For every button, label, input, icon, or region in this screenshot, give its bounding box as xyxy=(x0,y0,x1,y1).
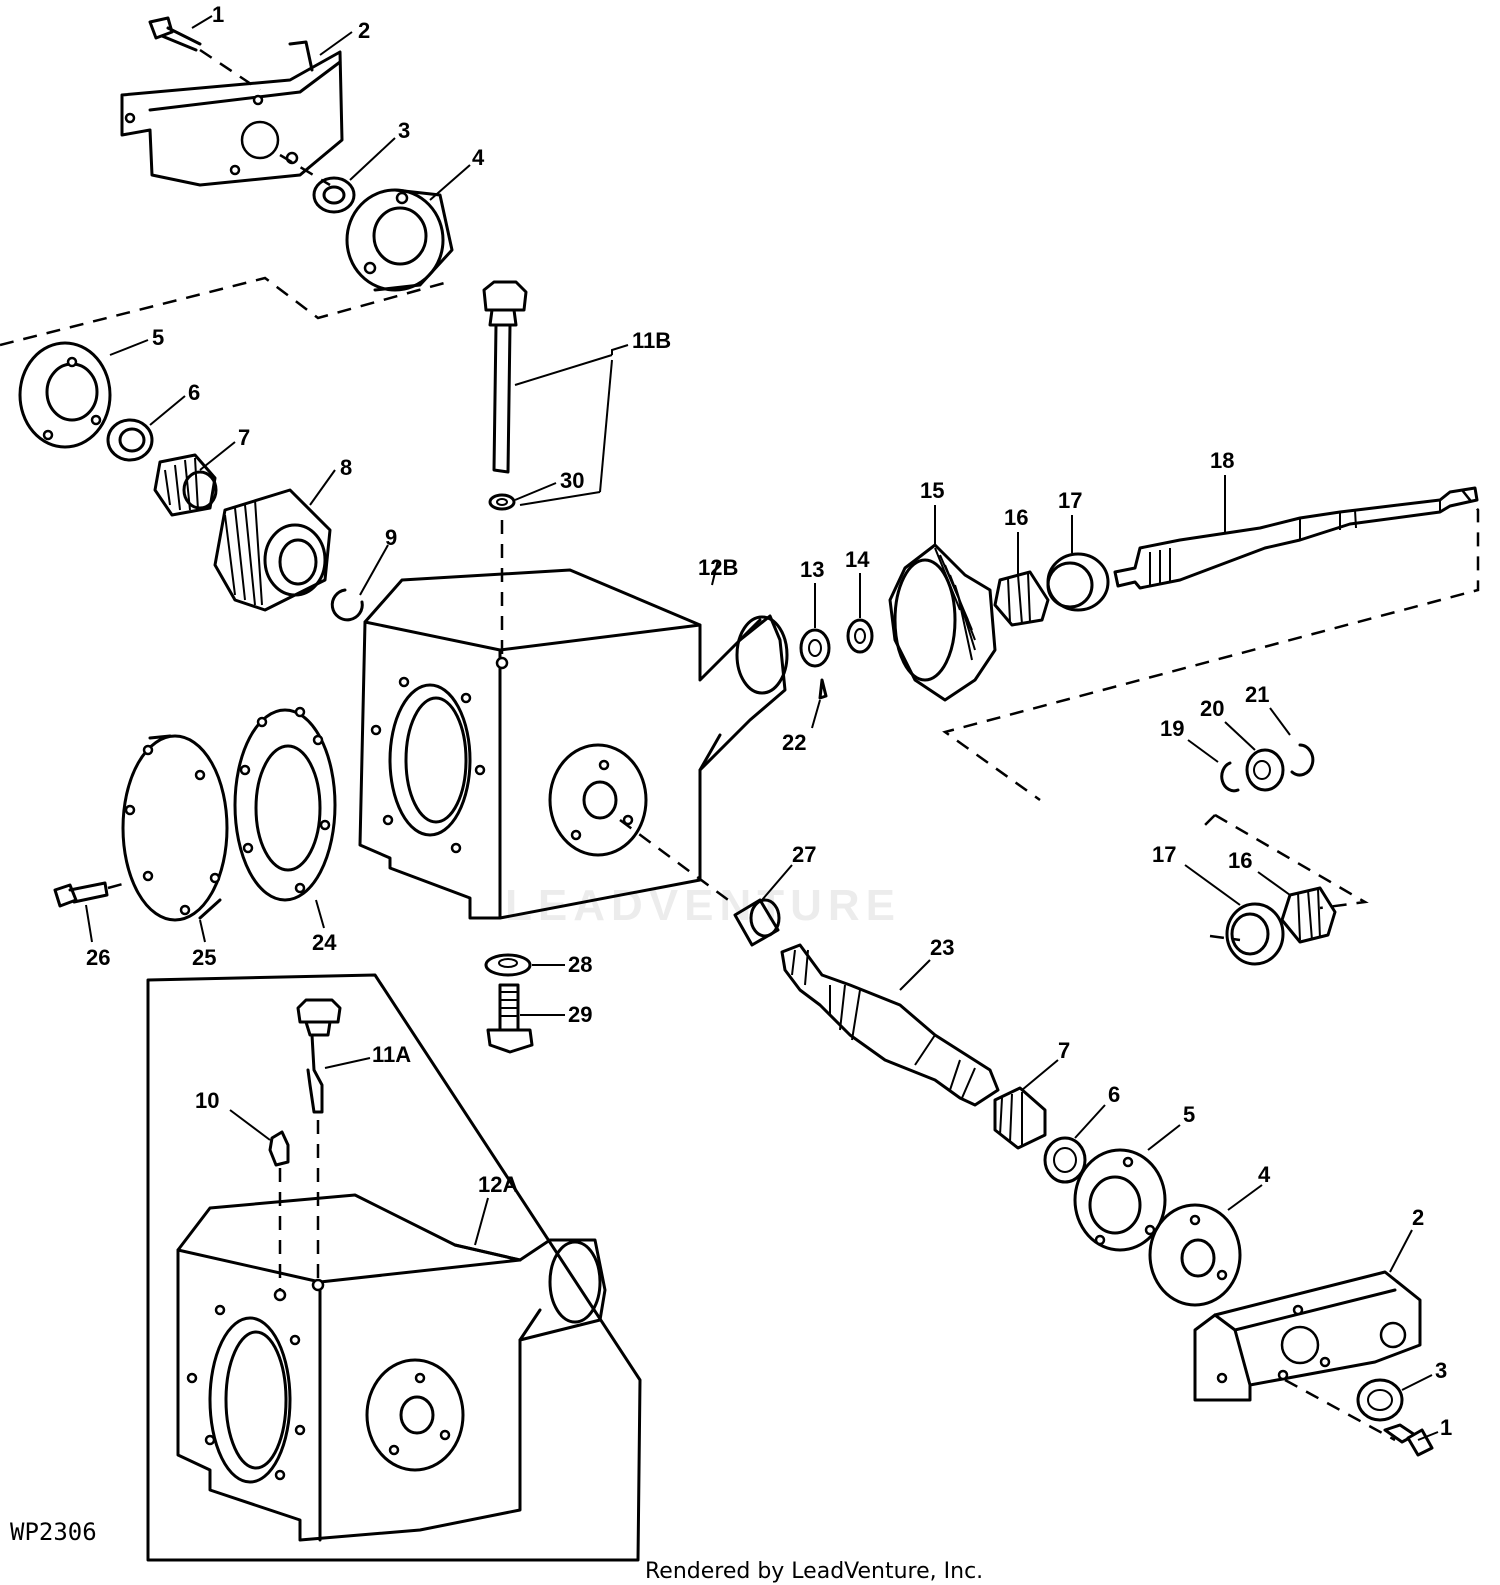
callout-18: 18 xyxy=(1210,448,1234,473)
washer-30 xyxy=(488,493,516,511)
snap-ring-21 xyxy=(1290,743,1315,777)
cone-bearing-7-bottom xyxy=(993,1086,1047,1150)
callout-29: 29 xyxy=(568,1002,592,1027)
bushing-27 xyxy=(733,898,781,947)
washer-14 xyxy=(846,618,874,654)
gasket-24 xyxy=(233,706,337,902)
callout-22: 22 xyxy=(782,730,806,755)
bevel-gear-15 xyxy=(888,543,997,702)
leader-lines xyxy=(85,15,1439,1441)
snap-ring-19 xyxy=(1220,761,1240,793)
bearing-cup-17-top xyxy=(1046,552,1110,612)
callout-16-bottom: 16 xyxy=(1228,848,1252,873)
dipstick-11a xyxy=(296,998,342,1114)
callout-14: 14 xyxy=(845,547,870,572)
callout-8: 8 xyxy=(340,455,352,480)
callout-21: 21 xyxy=(1245,682,1269,707)
callout-1-bottom: 1 xyxy=(1440,1415,1452,1440)
bolt-26 xyxy=(53,881,109,908)
callout-5-bottom: 5 xyxy=(1183,1102,1195,1127)
bolt-1-bottom xyxy=(1383,1423,1434,1457)
bearing-cup-17-bottom xyxy=(1225,902,1285,966)
callout-13: 13 xyxy=(800,557,824,582)
callout-11a: 11A xyxy=(372,1042,411,1067)
cover-plate-25 xyxy=(121,734,229,922)
snap-ring-left xyxy=(330,588,364,622)
callout-24: 24 xyxy=(312,930,337,955)
callout-labels: 1 2 3 4 5 6 7 8 9 11B 30 12B 13 14 15 16… xyxy=(86,2,1452,1440)
callout-10: 10 xyxy=(195,1088,219,1113)
inset-frame xyxy=(146,973,642,1562)
cone-bearing-left xyxy=(153,453,218,517)
gearbox-housing-12b xyxy=(358,568,789,920)
callout-4-top: 4 xyxy=(472,145,485,170)
callout-4-bottom: 4 xyxy=(1258,1162,1271,1187)
callout-6-top: 6 xyxy=(188,380,200,405)
bearing-housing-top xyxy=(345,188,454,292)
callout-28: 28 xyxy=(568,952,592,977)
breather-10 xyxy=(268,1130,290,1167)
callout-12b: 12B xyxy=(698,555,738,580)
seal-6-bottom xyxy=(1043,1136,1087,1184)
bracket-top xyxy=(120,40,344,187)
cone-bearing-16-bottom xyxy=(1280,886,1337,944)
callout-9: 9 xyxy=(385,525,397,550)
cone-bearing-16-top xyxy=(993,570,1050,627)
bracket-bottom xyxy=(1193,1270,1422,1402)
nut-13 xyxy=(799,628,831,668)
output-shaft-23 xyxy=(780,943,1000,1107)
callout-20: 20 xyxy=(1200,696,1224,721)
callout-3-bottom: 3 xyxy=(1435,1358,1447,1383)
dipstick-11b xyxy=(482,280,528,474)
cotter-pin-22 xyxy=(818,678,828,700)
callout-2-top: 2 xyxy=(358,18,370,43)
callout-2-bottom: 2 xyxy=(1412,1205,1424,1230)
seal-left xyxy=(106,418,154,462)
callout-19: 19 xyxy=(1160,716,1184,741)
callout-26: 26 xyxy=(86,945,110,970)
retainer-plate-left xyxy=(18,341,112,449)
callout-25: 25 xyxy=(192,945,216,970)
callout-5-top: 5 xyxy=(152,325,164,350)
callout-17-bottom: 17 xyxy=(1152,842,1176,867)
callout-1-top: 1 xyxy=(212,2,224,27)
washer-28 xyxy=(484,953,532,977)
bolt-29 xyxy=(486,983,534,1054)
callout-11b: 11B xyxy=(632,328,671,353)
render-credit: Rendered by LeadVenture, Inc. xyxy=(645,1559,983,1584)
callout-7-bottom: 7 xyxy=(1058,1038,1070,1063)
bearing-cup-left xyxy=(213,488,332,612)
callout-7-top: 7 xyxy=(238,425,250,450)
washer-20 xyxy=(1245,748,1285,792)
retainer-plate-5-bottom xyxy=(1073,1148,1167,1252)
figure-code: WP2306 xyxy=(10,1518,97,1546)
seal-top xyxy=(312,176,356,214)
callout-16-top: 16 xyxy=(1004,505,1028,530)
callout-3-top: 3 xyxy=(398,118,410,143)
gearbox-housing-12a xyxy=(176,1193,607,1542)
callout-6-bottom: 6 xyxy=(1108,1082,1120,1107)
callout-23: 23 xyxy=(930,935,954,960)
bolt-top xyxy=(148,16,202,52)
callout-27: 27 xyxy=(792,842,816,867)
seal-3-bottom xyxy=(1356,1378,1404,1422)
callout-12a: 12A xyxy=(478,1172,518,1197)
pinion-shaft-18 xyxy=(1113,486,1479,590)
callout-30: 30 xyxy=(560,468,584,493)
bearing-housing-4-bottom xyxy=(1148,1203,1242,1307)
callout-15: 15 xyxy=(920,478,944,503)
callout-17-top: 17 xyxy=(1058,488,1082,513)
